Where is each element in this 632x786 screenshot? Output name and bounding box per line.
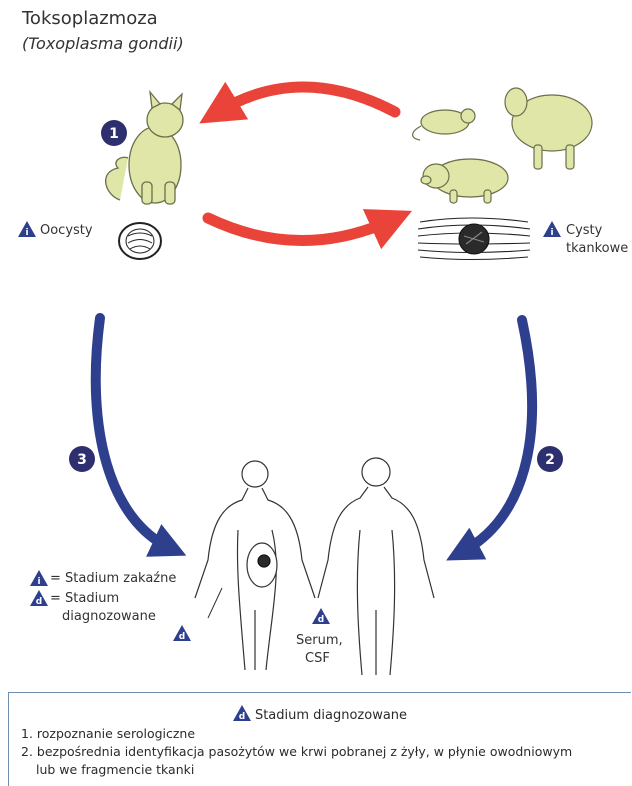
diagnostic-stage-icon: d	[173, 625, 191, 642]
tissue-cyst-icon	[418, 218, 530, 260]
key-diagnostic-text-line2: diagnozowane	[62, 608, 156, 626]
svg-text:d: d	[179, 632, 185, 642]
svg-text:i: i	[550, 228, 553, 238]
pig-icon	[421, 159, 508, 203]
oocyst-icon	[119, 223, 161, 259]
blue-arrow-from-oocysts	[96, 318, 170, 548]
legend-item: 2. bezpośrednia identyfikacja pasożytów …	[21, 743, 627, 761]
key-infective-icon: i	[30, 570, 48, 587]
blue-arrow-from-cysts	[462, 320, 532, 552]
step-2-badge: 2	[537, 446, 563, 472]
mouse-icon	[413, 109, 475, 140]
svg-text:i: i	[25, 228, 28, 238]
infective-stage-icon: i	[543, 221, 561, 238]
legend-item: 1. rozpoznanie serologiczne	[21, 725, 627, 743]
serum-label-line1: Serum,	[296, 632, 343, 650]
svg-text:2: 2	[545, 452, 555, 468]
svg-text:d: d	[36, 597, 42, 607]
tissue-cysts-label-line2: tkankowe	[566, 240, 628, 258]
svg-text:1: 1	[109, 126, 119, 142]
legend-diagnostic-icon: d	[233, 705, 251, 721]
svg-text:i: i	[37, 577, 40, 587]
diagnostic-stage-icon: d	[312, 608, 330, 625]
key-infective-text: = Stadium zakaźne	[50, 570, 176, 588]
legend-heading-text: Stadium diagnozowane	[255, 708, 407, 723]
step-3-badge: 3	[69, 446, 95, 472]
oocysts-label: Oocysty	[40, 222, 93, 240]
svg-text:3: 3	[77, 452, 87, 468]
svg-text:d: d	[239, 712, 245, 721]
svg-text:d: d	[318, 615, 324, 625]
cat-icon	[106, 92, 183, 204]
red-arrow-to-animals	[208, 218, 392, 241]
legend-box: d Stadium diagnozowane 1. rozpoznanie se…	[8, 692, 631, 786]
legend-list: 1. rozpoznanie serologiczne 2. bezpośred…	[21, 725, 627, 779]
key-diagnostic-text-line1: = Stadium	[50, 590, 119, 608]
sheep-icon	[505, 88, 592, 169]
infective-stage-icon: i	[18, 221, 36, 238]
legend-heading: d Stadium diagnozowane	[9, 705, 631, 723]
tissue-cysts-label-line1: Cysty	[566, 222, 602, 240]
step-1-badge: 1	[101, 120, 127, 146]
red-arrow-to-cat	[218, 87, 395, 112]
legend-item: lub we fragmencie tkanki	[21, 761, 627, 779]
serum-label-line2: CSF	[305, 650, 330, 668]
key-diagnostic-icon: d	[30, 590, 48, 607]
